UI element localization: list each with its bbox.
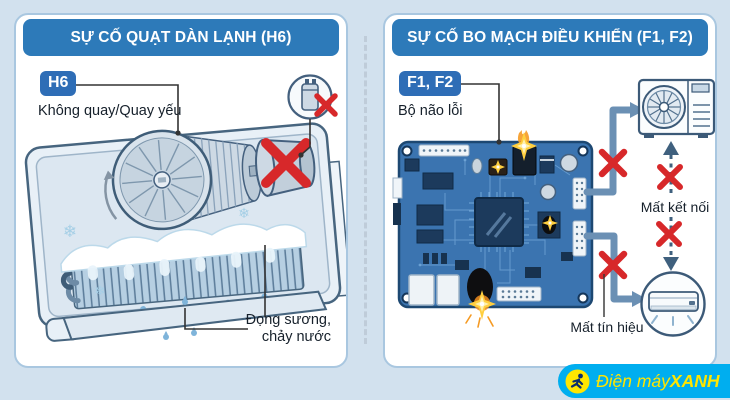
svg-text:❄: ❄: [95, 284, 106, 299]
right-panel-title: SỰ CỐ BO MẠCH ĐIỀU KHIỂN (F1, F2): [392, 19, 708, 56]
cpu-chip-icon: [469, 192, 529, 252]
blower-fan-icon: [111, 129, 262, 231]
error-code-badge-f1-f2: F1, F2: [399, 71, 462, 96]
panel-indoor-fan-fault: SỰ CỐ QUẠT DÀN LẠNH (H6): [14, 13, 348, 368]
red-x-capacitor-icon: [314, 93, 338, 117]
indoor-unit-housing: [24, 122, 346, 342]
rotation-arrow-icon: [103, 170, 118, 220]
red-x-motor-icon: [261, 138, 311, 188]
spark-icon: [465, 130, 558, 328]
brand-logo: Điện máyXANH: [558, 364, 730, 398]
red-x-link-bottom-icon: [656, 221, 682, 247]
board-symptom-text: Bộ não lỗi: [398, 103, 463, 119]
water-drop-icon: [163, 296, 197, 340]
outdoor-unit-icon: [637, 78, 715, 138]
indoor-unit-illustration: ❄ ❄ ❄: [24, 74, 346, 342]
panel-divider: [364, 36, 367, 344]
signal-loss-label: Mất tín hiệu: [570, 319, 644, 335]
svg-text:❄: ❄: [238, 206, 250, 222]
mascot-icon: [565, 369, 590, 393]
indoor-unit-icon: [640, 271, 706, 337]
svg-text:❄: ❄: [63, 222, 77, 242]
leader-lines: [460, 83, 605, 317]
drain-pan: [62, 290, 328, 341]
snowflake-icon: ❄ ❄ ❄: [63, 206, 250, 299]
arrow-to-outdoor-unit: [583, 102, 645, 196]
red-x-indoor-arrow-icon: [598, 250, 628, 280]
leader-lines: [76, 84, 311, 330]
left-panel-title: SỰ CỐ QUẠT DÀN LẠNH (H6): [23, 19, 339, 56]
disconnect-label: Mất kết nối: [640, 199, 710, 215]
brand-name: Điện máyXANH: [596, 370, 720, 391]
panel-control-board-fault: SỰ CỐ BO MẠCH ĐIỀU KHIỂN (F1, F2): [383, 13, 717, 368]
frozen-coil-icon: [60, 223, 308, 313]
condensation-callout: Đọng sương, chảy nước: [245, 312, 331, 345]
red-x-link-top-icon: [657, 164, 683, 190]
circuit-board-icon: [392, 140, 594, 309]
error-code-badge-h6: H6: [40, 71, 77, 96]
fan-symptom-text: Không quay/Quay yếu: [38, 103, 182, 119]
control-board-illustration: [392, 78, 715, 337]
red-x-outdoor-arrow-icon: [598, 148, 628, 178]
capacitor-icon: [287, 74, 333, 120]
